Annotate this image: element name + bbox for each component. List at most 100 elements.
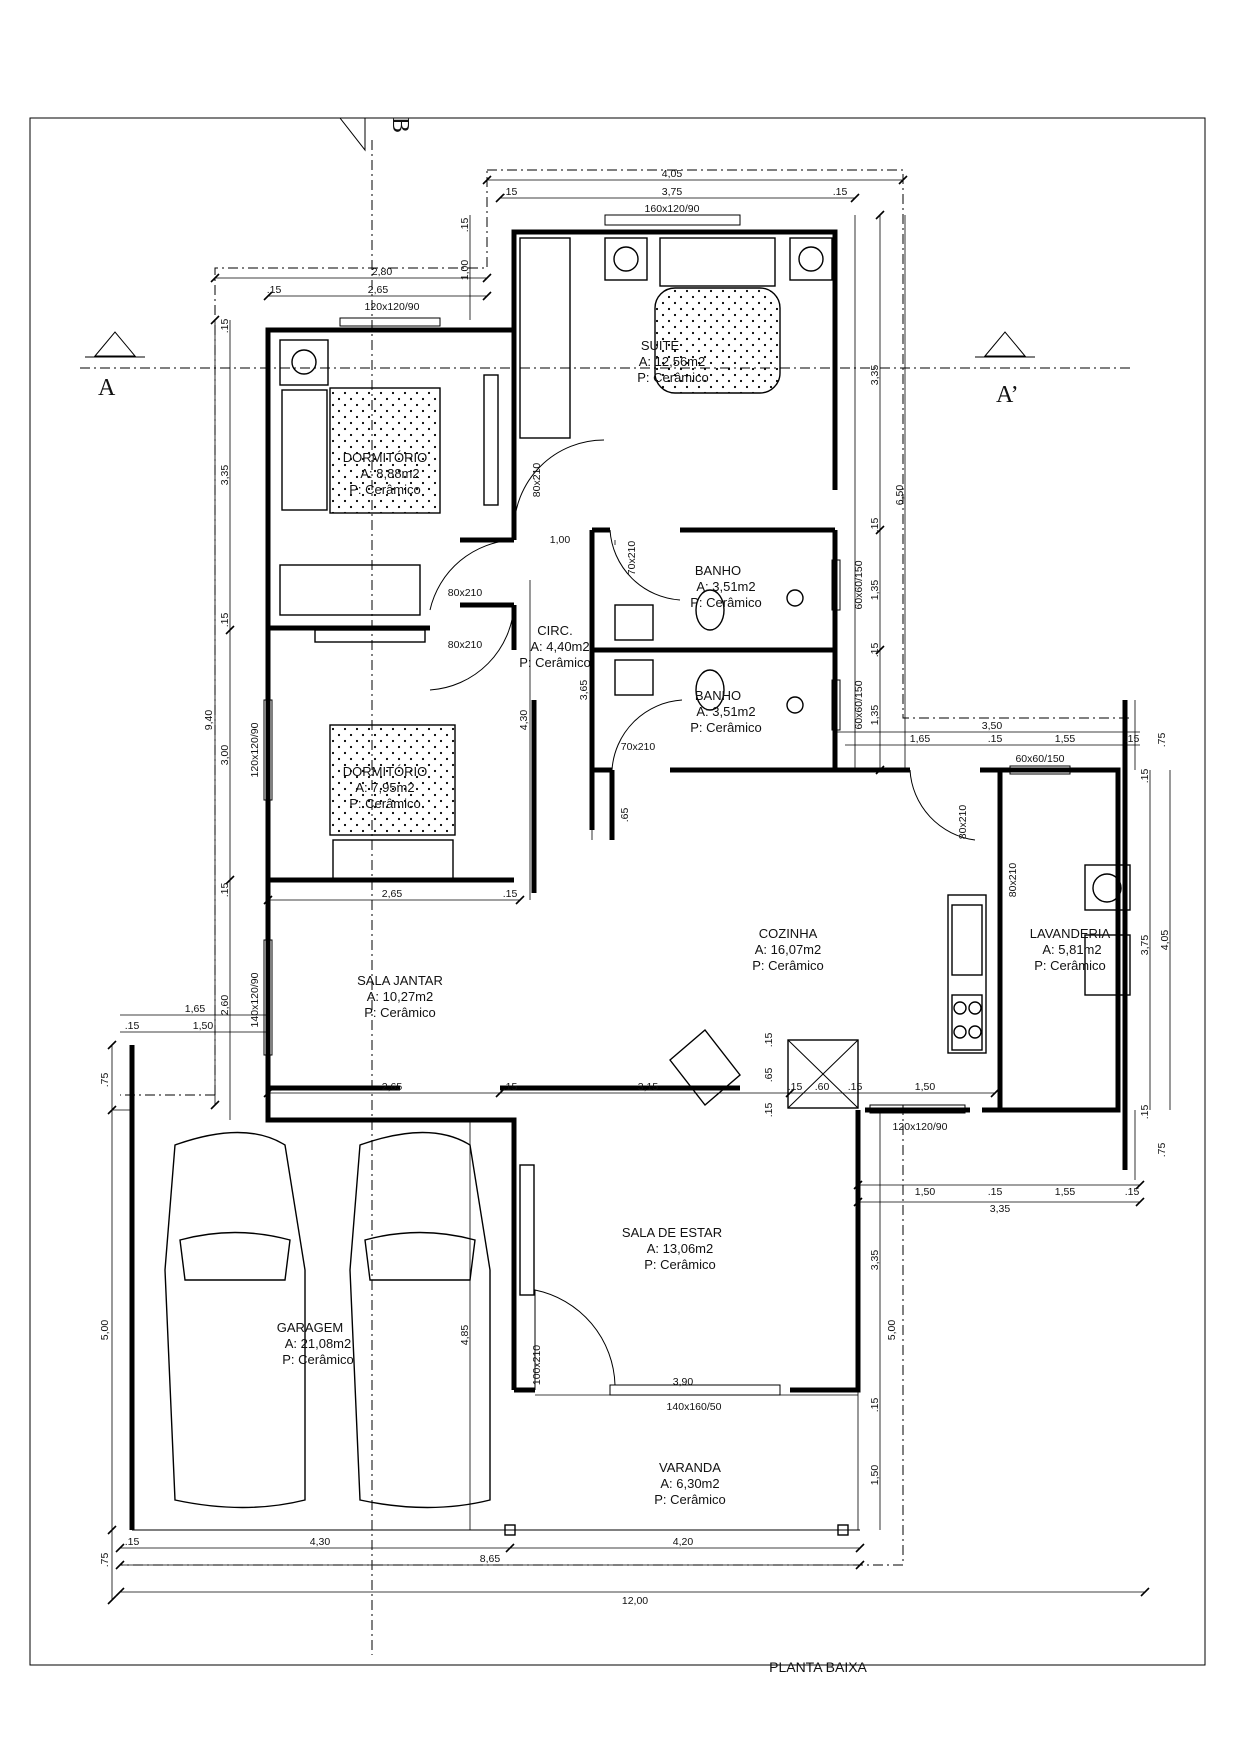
- room-cozinha-floor: P: Cerâmico: [752, 958, 824, 973]
- room-varanda-name: VARANDA: [659, 1460, 721, 1475]
- dim-top-405: 4,05: [662, 168, 683, 180]
- dim-h-150: 1,50: [193, 1020, 214, 1032]
- room-lavanderia-area: A: 5,81m2: [1042, 942, 1101, 957]
- room-banho2-area: A: 3,51m2: [696, 704, 755, 719]
- dim-h-165r: 1,65: [910, 733, 931, 745]
- door-estar-label: 100x210: [531, 1345, 543, 1385]
- room-jantar-floor: P: Cerâmico: [364, 1005, 436, 1020]
- dim-h-1200: 12,00: [622, 1595, 648, 1607]
- dim-v-75left: .75: [99, 1073, 111, 1088]
- walls: [129, 229, 1128, 1530]
- dim-v-405lav: 4,05: [1159, 930, 1171, 951]
- dim-h-335b: 3,35: [990, 1203, 1011, 1215]
- dim-v-15lav1: .15: [1139, 769, 1151, 784]
- room-banho2-name: BANHO: [695, 688, 741, 703]
- dim-h-165: 1,65: [185, 1003, 206, 1015]
- room-cozinha-area: A: 16,07m2: [755, 942, 822, 957]
- dim-v-15top: .15: [459, 218, 471, 233]
- window-dorm2-label: 120x120/90: [249, 722, 261, 777]
- room-circ-floor: P: Cerâmico: [519, 655, 591, 670]
- room-varanda-floor: P: Cerâmico: [654, 1492, 726, 1507]
- dim-v-65k: .65: [763, 1068, 775, 1083]
- dim-v-15k2: .15: [763, 1103, 775, 1118]
- dim-h-155b: 1,55: [1055, 1186, 1076, 1198]
- dim-v-15l2: .15: [219, 613, 231, 628]
- drawing-title: PLANTA BAIXA: [769, 1659, 867, 1675]
- room-varanda-area: A: 6,30m2: [660, 1476, 719, 1491]
- room-estar-area: A: 13,06m2: [647, 1241, 714, 1256]
- furniture: [132, 237, 1131, 1536]
- room-banho1-area: A: 3,51m2: [696, 579, 755, 594]
- dim-h-155r: 1,55: [1055, 733, 1076, 745]
- room-cozinha-name: COZINHA: [759, 926, 818, 941]
- dimension-lines: [111, 179, 1171, 1600]
- section-b-label: B: [387, 117, 413, 133]
- room-lavanderia-name: LAVANDERIA: [1030, 926, 1111, 941]
- room-estar-name: SALA DE ESTAR: [622, 1225, 722, 1240]
- room-lavanderia-floor: P: Cerâmico: [1034, 958, 1106, 973]
- room-suite-name: SUITE: [641, 338, 680, 353]
- room-dorm1-area: A: 8,88m2: [360, 466, 419, 481]
- dim-v-100: 1,00: [459, 260, 471, 281]
- window-suite-label: 160x120/90: [645, 203, 700, 215]
- door-lav1-label: 80x210: [957, 805, 969, 840]
- room-labels: SUITE A: 12,56m2 P: Cerâmico DORMITÓRIO …: [277, 338, 1111, 1507]
- dim-h-865: 8,65: [480, 1553, 501, 1565]
- room-dorm2-area: A: 7,95m2: [355, 780, 414, 795]
- dim-v-260l: 2,60: [219, 995, 231, 1016]
- door-lav2-label: 80x210: [1007, 863, 1019, 898]
- dim-v-75r: .75: [1156, 733, 1168, 748]
- window-cozinha-label: 120x120/90: [893, 1121, 948, 1133]
- dim-v-500g: 5,00: [99, 1320, 111, 1341]
- door-dorm1-label: 80x210: [448, 587, 483, 599]
- room-banho2-floor: P: Cerâmico: [690, 720, 762, 735]
- dim-h-15k2: .15: [848, 1081, 863, 1093]
- roof-outline: [120, 169, 1132, 1566]
- dim-h-15bb: .15: [1125, 1186, 1140, 1198]
- room-dorm2-floor: P: Cerâmico: [349, 796, 421, 811]
- dim-v-15lav2: .15: [1139, 1105, 1151, 1120]
- dim-h-15left: .15: [125, 1020, 140, 1032]
- door-banho2-label: 70x210: [621, 741, 656, 753]
- dim-h-15r: .15: [988, 733, 1003, 745]
- room-circ-area: A: 4,40m2: [530, 639, 589, 654]
- room-garagem-area: A: 21,08m2: [285, 1336, 352, 1351]
- dim-v-500e: 5,00: [886, 1320, 898, 1341]
- opening-labels: 160x120/90 120x120/90 120x120/90 140x120…: [249, 203, 1065, 1413]
- dim-h-420: 4,20: [673, 1536, 694, 1548]
- dim-h-15rr: .15: [1125, 733, 1140, 745]
- dim-v-940: 9,40: [203, 710, 215, 731]
- door-banho1-label: 70x210: [626, 541, 638, 576]
- dim-v-150e: 1,50: [869, 1465, 881, 1486]
- room-dorm1-floor: P: Cerâmico: [349, 482, 421, 497]
- room-suite-floor: P: Cerâmico: [637, 370, 709, 385]
- dim-v-15r1: .15: [869, 518, 881, 533]
- window-dorm1-label: 120x120/90: [365, 301, 420, 313]
- windows: [263, 214, 1071, 1396]
- dim-h-430: 4,30: [310, 1536, 331, 1548]
- room-dorm1-name: DORMITÓRIO: [343, 450, 428, 465]
- door-dorm2-label: 80x210: [448, 639, 483, 651]
- section-marker-a-right: [975, 331, 1035, 358]
- room-suite-area: A: 12,56m2: [639, 354, 706, 369]
- dim-h-315: 3,15: [638, 1081, 659, 1093]
- door-swings: [429, 439, 976, 1390]
- dim-v-335e: 3,35: [869, 1250, 881, 1271]
- sheet-border: [29, 117, 1206, 1666]
- section-a-right-label: A’: [996, 382, 1019, 408]
- dim-v-485: 4,85: [459, 1325, 471, 1346]
- section-marker-b: [338, 117, 366, 152]
- section-marker-a-left: [85, 331, 145, 358]
- dim-v-135b: 1,35: [869, 705, 881, 726]
- room-estar-floor: P: Cerâmico: [644, 1257, 716, 1272]
- dim-h-150b: 1,50: [915, 1186, 936, 1198]
- dim-h-265mid: 2,65: [382, 888, 403, 900]
- dim-v-365: 3,65: [578, 680, 590, 701]
- dim-h-15b: .15: [988, 1186, 1003, 1198]
- dim-h-15g: .15: [125, 1536, 140, 1548]
- dim-v-335l: 3,35: [219, 465, 231, 486]
- dim-v-75lav: .75: [1156, 1143, 1168, 1158]
- dim-v-15l3: .15: [219, 883, 231, 898]
- room-jantar-name: SALA JANTAR: [357, 973, 443, 988]
